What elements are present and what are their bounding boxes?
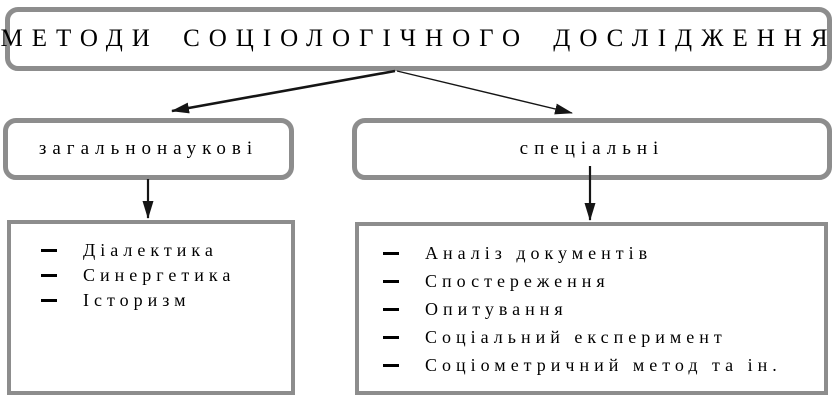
list-item: Діалектика	[31, 238, 291, 263]
branch-box-general: загальнонаукові	[3, 118, 294, 180]
dash-icon	[383, 363, 399, 367]
list-item: Соціометричний метод та ін.	[373, 351, 824, 379]
list-item-text: Історизм	[83, 290, 191, 310]
list-item: Історизм	[31, 288, 291, 313]
list-item: Опитування	[373, 295, 824, 323]
dash-icon	[41, 274, 57, 277]
list-item: Соціальний експеримент	[373, 323, 824, 351]
branch-label-special: спеціальні	[519, 138, 665, 159]
dash-icon	[383, 335, 399, 339]
list-item-text: Синергетика	[83, 265, 236, 285]
dash-icon	[383, 307, 399, 311]
dash-icon	[41, 249, 57, 252]
list-item-text: Соціометричний метод та ін.	[425, 354, 782, 375]
dash-icon	[383, 279, 399, 283]
arrow-title-to-special-icon	[396, 70, 573, 115]
list-item: Синергетика	[31, 263, 291, 288]
branch-label-general: загальнонаукові	[38, 138, 259, 159]
list-item: Аналіз документів	[373, 239, 824, 267]
list-item: Спостереження	[373, 267, 824, 295]
list-item-text: Діалектика	[83, 240, 218, 260]
list-item-text: Аналіз документів	[425, 242, 653, 263]
list-box-general: Діалектика Синергетика Історизм	[7, 220, 295, 395]
dash-icon	[41, 299, 57, 302]
list-item-text: Опитування	[425, 298, 568, 319]
list-item-text: Спостереження	[425, 270, 610, 291]
list-item-text: Соціальний експеримент	[425, 326, 727, 347]
list-box-special: Аналіз документів Спостереження Опитуван…	[355, 222, 828, 395]
title-box: МЕТОДИ СОЦІОЛОГІЧНОГО ДОСЛІДЖЕННЯ	[0, 7, 832, 71]
diagram-title: МЕТОДИ СОЦІОЛОГІЧНОГО ДОСЛІДЖЕННЯ	[0, 25, 837, 52]
dash-icon	[383, 251, 399, 255]
branch-box-special: спеціальні	[352, 118, 832, 180]
arrow-title-to-general-icon	[171, 69, 396, 114]
